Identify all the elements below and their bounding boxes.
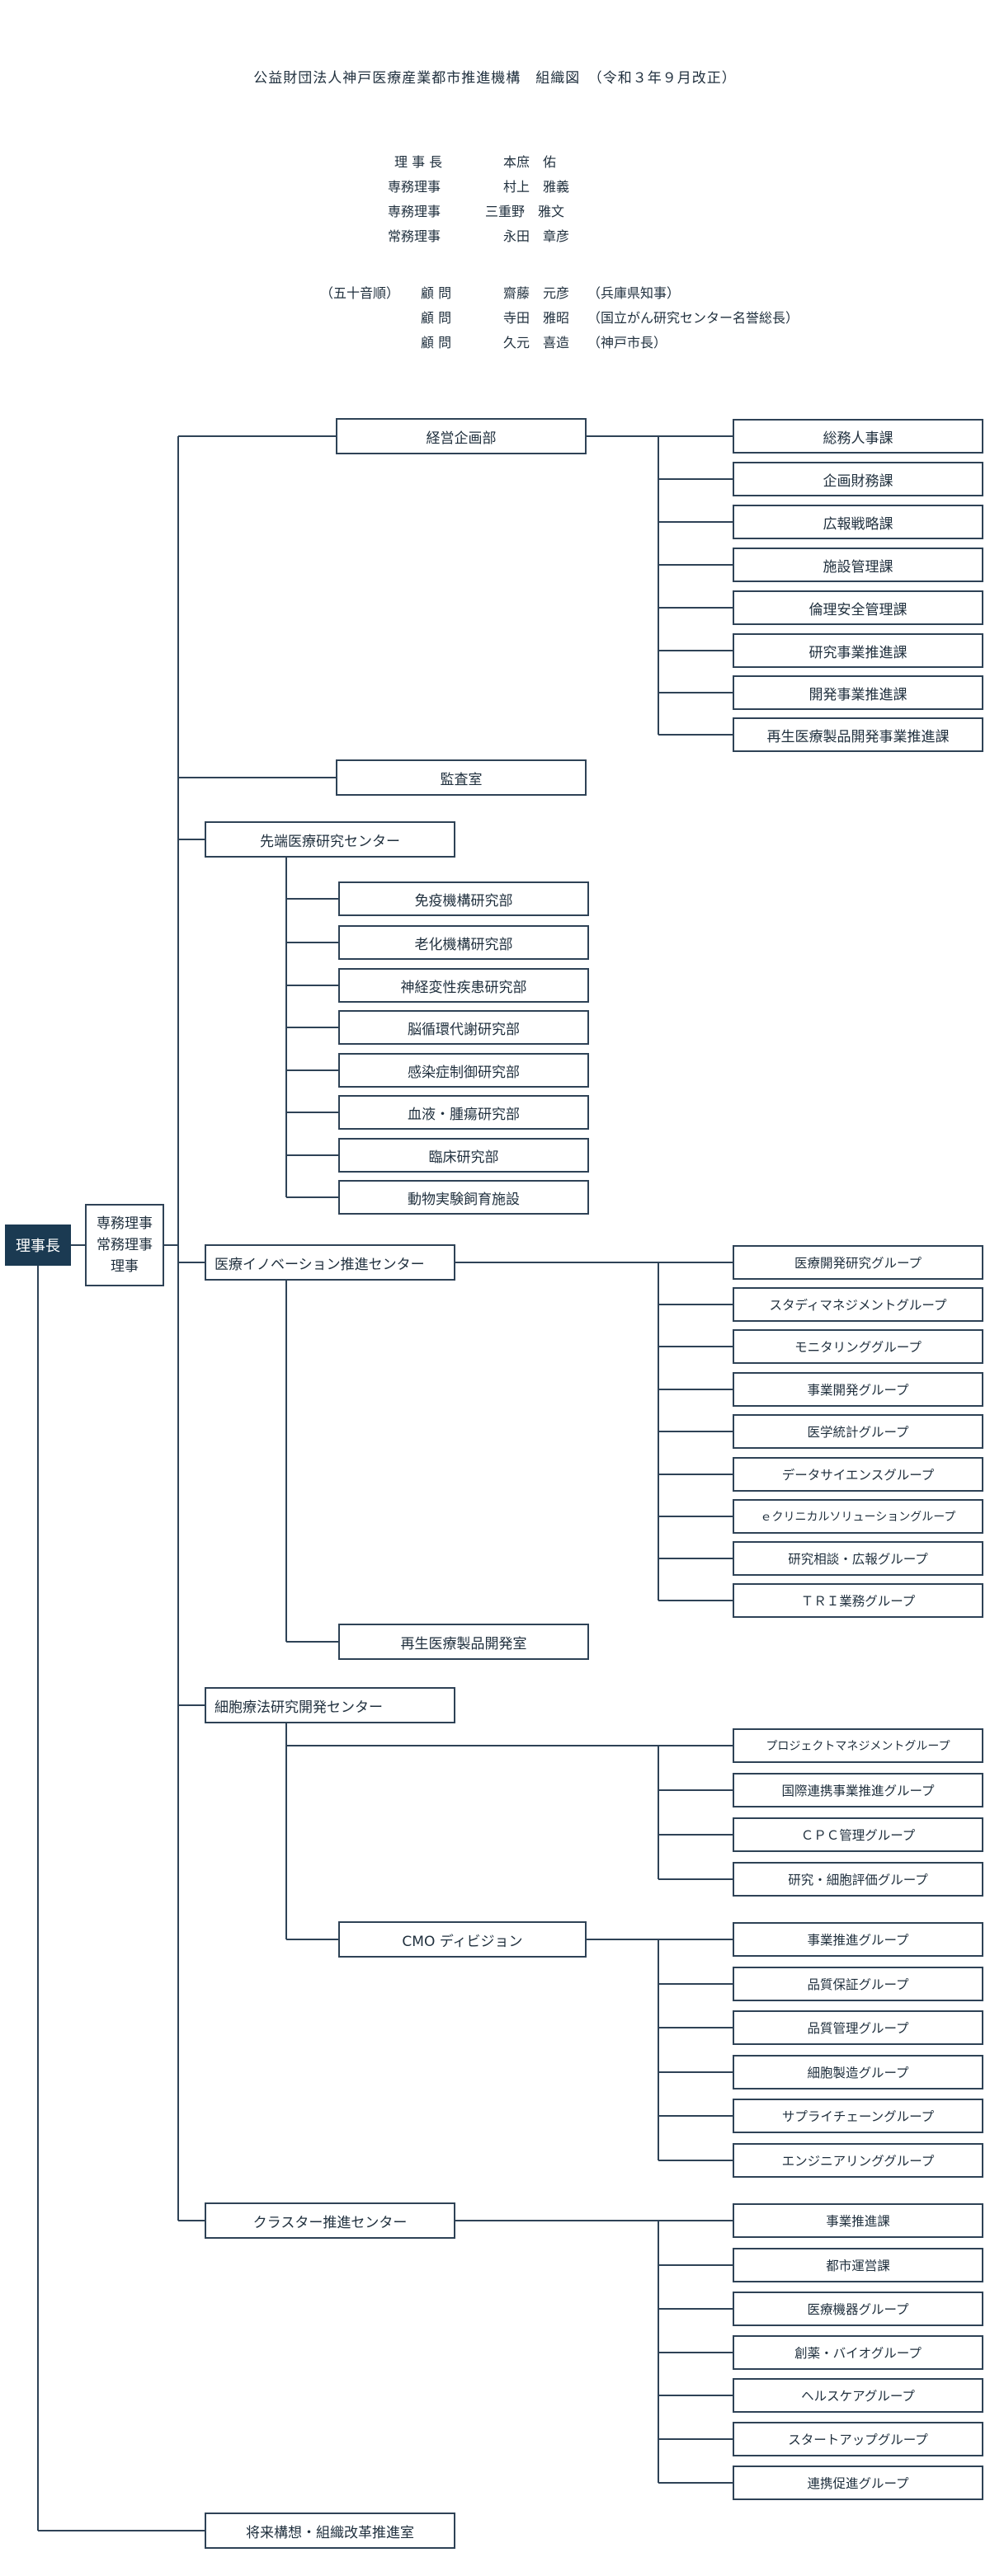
officer-name: 三重野 雅文 xyxy=(485,204,565,219)
advisor-name: 寺田 雅昭 xyxy=(503,310,570,326)
research-division-box: 動物実験飼育施設 xyxy=(338,1180,589,1215)
dept-saisei-office: 再生医療製品開発室 xyxy=(338,1624,589,1660)
chairman-node: 理事長 xyxy=(5,1225,71,1266)
officer-chair: 理 事 長 本庶 佑 xyxy=(0,151,990,171)
dept-cmo-division: CMO ディビジョン xyxy=(338,1921,587,1958)
section-box: 広報戦略課 xyxy=(733,505,983,539)
group-box: データサイエンスグループ xyxy=(733,1457,983,1492)
group-box: ｅクリニカルソリューショングループ xyxy=(733,1499,983,1534)
group-box: 細胞製造グループ xyxy=(733,2055,983,2089)
dept-saibou-center: 細胞療法研究開発センター xyxy=(205,1687,455,1723)
dept-innovation-center: 医療イノベーション推進センター xyxy=(205,1244,455,1281)
advisor-2: 顧 問 寺田 雅昭 （国立がん研究センター名誉総長） xyxy=(0,307,990,327)
group-box: 品質保証グループ xyxy=(733,1967,983,2001)
executive-directors-node: 専務理事 常務理事 理事 xyxy=(85,1204,164,1286)
group-box: 連携促進グループ xyxy=(733,2466,983,2500)
dept-keiei-kikaku: 経営企画部 xyxy=(336,418,587,454)
officer-senmu-1: 専務理事 村上 雅義 xyxy=(0,176,990,195)
section-box: 開発事業推進課 xyxy=(733,675,983,710)
group-box: スタディマネジメントグループ xyxy=(733,1287,983,1322)
exec-line: 理事 xyxy=(111,1258,139,1275)
page-title: 公益財団法人神戸医療産業都市推進機構 組織図 （令和３年９月改正） xyxy=(253,70,737,87)
group-box: 医学統計グループ xyxy=(733,1414,983,1449)
section-box: 倫理安全管理課 xyxy=(733,590,983,625)
research-division-box: 血液・腫瘍研究部 xyxy=(338,1095,589,1130)
group-box: ＴＲＩ業務グループ xyxy=(733,1583,983,1618)
advisor-role: 顧 問 xyxy=(421,335,452,350)
exec-line: 専務理事 xyxy=(97,1215,153,1232)
dept-shourai-office: 将来構想・組織改革推進室 xyxy=(205,2513,455,2549)
section-box: 企画財務課 xyxy=(733,462,983,496)
dept-sentan-center: 先端医療研究センター xyxy=(205,821,455,858)
section-box: 研究事業推進課 xyxy=(733,633,983,668)
section-box: 施設管理課 xyxy=(733,548,983,582)
group-box: プロジェクトマネジメントグループ xyxy=(733,1728,983,1763)
dept-cluster-center: クラスター推進センター xyxy=(205,2202,455,2239)
dept-kansa: 監査室 xyxy=(336,759,587,796)
research-division-box: 神経変性疾患研究部 xyxy=(338,968,589,1003)
advisor-note: （兵庫県知事） xyxy=(587,285,681,301)
research-division-box: 感染症制御研究部 xyxy=(338,1053,589,1088)
advisor-note: （神戸市長） xyxy=(587,335,667,350)
advisors-order-label: （五十音順） xyxy=(320,285,400,301)
group-box: 医療機器グループ xyxy=(733,2292,983,2326)
advisor-name: 齋藤 元彦 xyxy=(503,285,570,301)
group-box: モニタリンググループ xyxy=(733,1329,983,1364)
advisor-note: （国立がん研究センター名誉総長） xyxy=(587,310,799,326)
research-division-box: 脳循環代謝研究部 xyxy=(338,1010,589,1045)
officer-name: 本庶 佑 xyxy=(503,154,557,170)
group-box: サプライチェーングループ xyxy=(733,2099,983,2133)
group-box: エンジニアリンググループ xyxy=(733,2143,983,2178)
group-box: 医療開発研究グループ xyxy=(733,1245,983,1280)
advisor-3: 顧 問 久元 喜造 （神戸市長） xyxy=(0,331,990,351)
group-box: 品質管理グループ xyxy=(733,2010,983,2045)
group-box: 研究・細胞評価グループ xyxy=(733,1862,983,1897)
officer-role: 専務理事 xyxy=(388,179,441,195)
group-box: 創薬・バイオグループ xyxy=(733,2335,983,2370)
officer-role: 常務理事 xyxy=(388,228,441,244)
research-division-box: 臨床研究部 xyxy=(338,1138,589,1173)
group-box: ヘルスケアグループ xyxy=(733,2378,983,2413)
advisor-1: （五十音順） 顧 問 齋藤 元彦 （兵庫県知事） xyxy=(0,282,990,302)
exec-line: 常務理事 xyxy=(97,1237,153,1253)
officer-role: 理 事 長 xyxy=(394,154,443,170)
advisor-role: 顧 問 xyxy=(421,285,452,301)
section-box: 総務人事課 xyxy=(733,419,983,454)
section-box: 再生医療製品開発事業推進課 xyxy=(733,717,983,752)
advisor-name: 久元 喜造 xyxy=(503,335,570,350)
group-box: 事業推進グループ xyxy=(733,1922,983,1957)
officer-role: 専務理事 xyxy=(388,204,441,219)
research-division-box: 免疫機構研究部 xyxy=(338,881,589,916)
group-box: 研究相談・広報グループ xyxy=(733,1541,983,1576)
research-division-box: 老化機構研究部 xyxy=(338,925,589,960)
advisor-role: 顧 問 xyxy=(421,310,452,326)
officer-name: 村上 雅義 xyxy=(503,179,570,195)
officer-joumu: 常務理事 永田 章彦 xyxy=(0,225,990,245)
group-box: 事業推進課 xyxy=(733,2203,983,2238)
group-box: スタートアップグループ xyxy=(733,2422,983,2456)
officer-name: 永田 章彦 xyxy=(503,228,570,244)
group-box: ＣＰＣ管理グループ xyxy=(733,1817,983,1852)
officer-senmu-2: 専務理事 三重野 雅文 xyxy=(0,200,990,220)
group-box: 都市運営課 xyxy=(733,2248,983,2282)
group-box: 国際連携事業推進グループ xyxy=(733,1773,983,1807)
group-box: 事業開発グループ xyxy=(733,1372,983,1407)
